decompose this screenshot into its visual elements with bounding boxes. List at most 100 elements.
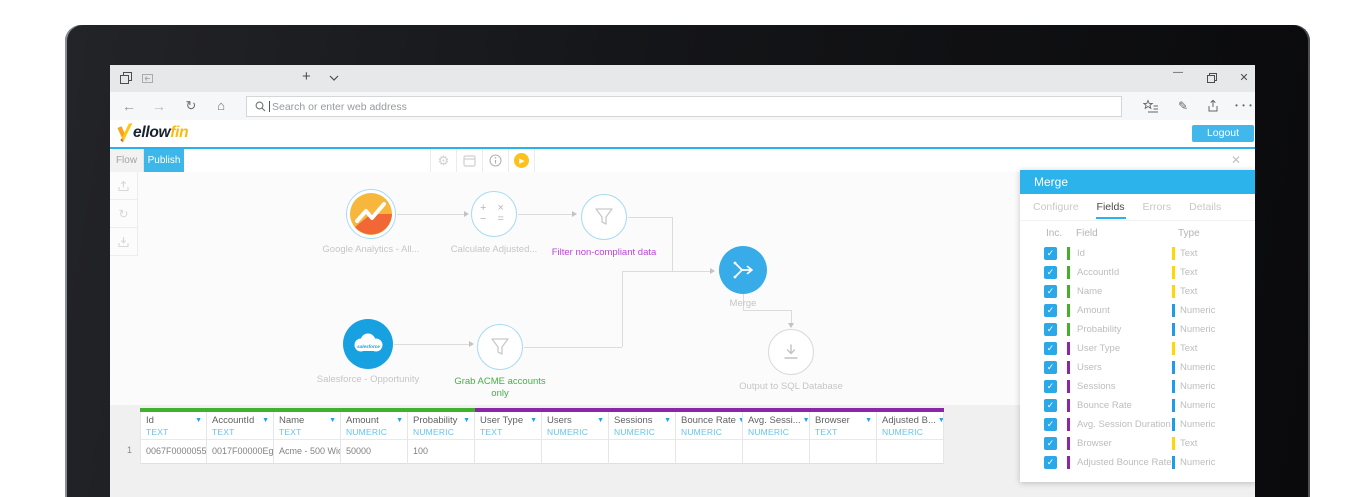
node-output-sql[interactable] <box>768 329 814 375</box>
tab-configure[interactable]: Configure <box>1033 201 1079 213</box>
type-bar <box>1172 380 1175 393</box>
muted-tab-icon[interactable] <box>141 73 154 84</box>
app-header: ellow fin Logout <box>110 120 1255 147</box>
column-header[interactable]: Users▼ NUMERIC <box>542 412 609 440</box>
column-header[interactable]: Id▼ TEXT <box>140 412 207 440</box>
include-checkbox[interactable]: ✓ <box>1044 418 1057 431</box>
include-checkbox[interactable]: ✓ <box>1044 399 1057 412</box>
filter-caret-icon[interactable]: ▼ <box>396 417 403 424</box>
include-checkbox[interactable]: ✓ <box>1044 342 1057 355</box>
table-cell: 100 <box>408 440 475 464</box>
node-google-analytics[interactable] <box>346 189 396 239</box>
field-row: ✓ Sessions Numeric <box>1020 377 1255 396</box>
mode-tab-row: Flow Publish ⚙ ▶ ✕ <box>110 149 1255 173</box>
field-row: ✓ Id Text <box>1020 244 1255 263</box>
window-minimize-button[interactable]: — <box>1173 67 1183 78</box>
favorites-hub-icon[interactable] <box>1140 92 1162 120</box>
column-header[interactable]: Amount▼ NUMERIC <box>341 412 408 440</box>
include-checkbox[interactable]: ✓ <box>1044 361 1057 374</box>
node-filter-non-compliant[interactable] <box>581 194 627 240</box>
column-header[interactable]: Sessions▼ NUMERIC <box>609 412 676 440</box>
refresh-button[interactable]: ↻ <box>185 98 197 113</box>
type-bar <box>1172 285 1175 298</box>
table-column-id: Id▼ TEXT 0067F0000055jH... <box>140 408 207 464</box>
column-header[interactable]: Name▼ TEXT <box>274 412 341 440</box>
include-checkbox[interactable]: ✓ <box>1044 247 1057 260</box>
download-icon <box>784 344 798 359</box>
filter-caret-icon[interactable]: ▼ <box>865 417 872 424</box>
import-step-button[interactable] <box>110 172 138 200</box>
filter-caret-icon[interactable]: ▼ <box>463 417 470 424</box>
column-header[interactable]: Probability▼ NUMERIC <box>408 412 475 440</box>
share-icon[interactable] <box>1202 92 1224 120</box>
include-checkbox[interactable]: ✓ <box>1044 380 1057 393</box>
logo-text-ellow: ellow <box>133 124 171 141</box>
column-header[interactable]: Browser▼ TEXT <box>810 412 877 440</box>
window-close-button[interactable]: ✕ <box>1239 72 1249 84</box>
tab-fields[interactable]: Fields <box>1088 194 1134 220</box>
window-restore-button[interactable] <box>1206 72 1218 84</box>
filter-caret-icon[interactable]: ▼ <box>597 417 604 424</box>
connector-arrow <box>787 323 794 328</box>
table-column-name: Name▼ TEXT Acme - 500 Widg... <box>274 408 341 464</box>
tab-flow[interactable]: Flow <box>110 149 144 172</box>
filter-caret-icon[interactable]: ▼ <box>664 417 671 424</box>
tab-publish[interactable]: Publish <box>144 149 184 172</box>
node-label: Output to SQL Database <box>739 381 843 392</box>
tab-errors[interactable]: Errors <box>1142 201 1172 213</box>
column-header[interactable]: AccountId▼ TEXT <box>207 412 274 440</box>
sync-step-button[interactable]: ↻ <box>110 200 138 228</box>
more-options-icon[interactable]: • • • <box>1235 101 1253 110</box>
node-label: Google Analytics - All... <box>322 244 420 255</box>
report-button[interactable] <box>457 149 483 172</box>
filter-caret-icon[interactable]: ▼ <box>329 417 336 424</box>
column-header[interactable]: Avg. Sessi...▼ NUMERIC <box>743 412 810 440</box>
connector <box>743 310 791 311</box>
info-button[interactable] <box>483 149 509 172</box>
filter-caret-icon[interactable]: ▼ <box>738 417 742 424</box>
column-header[interactable]: User Type▼ TEXT <box>475 412 542 440</box>
filter-caret-icon[interactable]: ▼ <box>530 417 537 424</box>
google-analytics-icon <box>350 193 392 235</box>
column-header[interactable]: Adjusted B...▼ NUMERIC <box>877 412 944 440</box>
node-merge[interactable] <box>719 246 767 294</box>
close-flow-icon[interactable]: ✕ <box>1230 153 1242 167</box>
run-button[interactable]: ▶ <box>509 149 535 172</box>
home-button[interactable]: ⌂ <box>217 98 225 113</box>
include-checkbox[interactable]: ✓ <box>1044 285 1057 298</box>
source-bar <box>1067 418 1070 431</box>
filter-caret-icon[interactable]: ▼ <box>938 417 943 424</box>
annotate-pen-icon[interactable]: ✎ <box>1177 99 1189 113</box>
field-row: ✓ Avg. Session Duration Numeric <box>1020 415 1255 434</box>
include-checkbox[interactable]: ✓ <box>1044 323 1057 336</box>
source-bar <box>1067 304 1070 317</box>
filter-caret-icon[interactable]: ▼ <box>195 417 202 424</box>
column-header[interactable]: Bounce Rate▼ NUMERIC <box>676 412 743 440</box>
type-bar <box>1172 418 1175 431</box>
node-salesforce[interactable]: salesforce <box>343 319 393 369</box>
field-row: ✓ Adjusted Bounce Rate Numeric <box>1020 453 1255 472</box>
filter-caret-icon[interactable]: ▼ <box>802 417 810 424</box>
settings-button[interactable]: ⚙ <box>430 149 457 172</box>
new-tab-button[interactable]: + <box>302 68 311 85</box>
tab-details[interactable]: Details <box>1189 201 1222 213</box>
include-checkbox[interactable]: ✓ <box>1044 437 1057 450</box>
address-bar[interactable]: Search or enter web address <box>246 96 1122 117</box>
table-column-avg-session: Avg. Sessi...▼ NUMERIC <box>743 408 810 464</box>
include-checkbox[interactable]: ✓ <box>1044 304 1057 317</box>
tab-dropdown-icon[interactable] <box>329 75 339 81</box>
table-cell: Acme - 500 Widg... <box>274 440 341 464</box>
include-checkbox[interactable]: ✓ <box>1044 266 1057 279</box>
logout-button[interactable]: Logout <box>1192 125 1254 142</box>
node-calculate[interactable]: + × − = <box>471 191 517 237</box>
filter-caret-icon[interactable]: ▼ <box>262 417 269 424</box>
node-filter-acme[interactable] <box>477 324 523 370</box>
back-button[interactable]: ← <box>122 98 136 114</box>
tab-preview-icon[interactable] <box>119 71 133 85</box>
include-checkbox[interactable]: ✓ <box>1044 456 1057 469</box>
flow-canvas-area: ↻ <box>110 172 1255 497</box>
forward-button[interactable]: → <box>152 98 166 114</box>
table-cell: 0067F0000055jH... <box>140 440 207 464</box>
output-step-button[interactable] <box>110 228 138 256</box>
play-icon: ▶ <box>514 153 529 168</box>
